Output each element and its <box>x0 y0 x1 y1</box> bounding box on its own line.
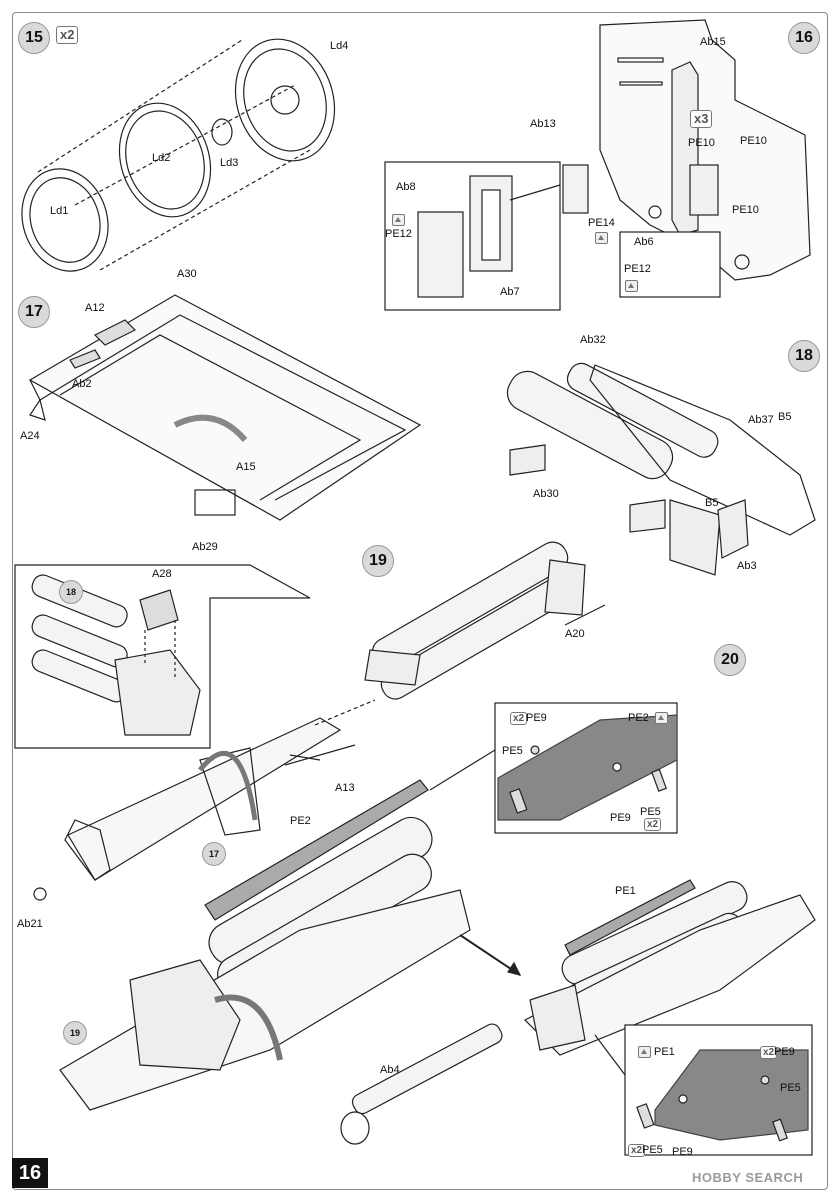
step-20-number: 20 <box>714 644 746 676</box>
step16-illustration <box>384 19 811 311</box>
part-label-ab32: Ab32 <box>580 334 606 346</box>
part-label-ab21: Ab21 <box>17 918 43 930</box>
ref-step-17-badge: 17 <box>202 842 226 866</box>
part-label-pe12-b: PE12 <box>624 263 651 275</box>
step-16-number: 16 <box>788 22 820 54</box>
ref-step-19-badge: 19 <box>63 1021 87 1045</box>
step19-illustration <box>33 541 606 901</box>
photo-etch-icon <box>392 214 405 226</box>
part-label-ab3: Ab3 <box>737 560 757 572</box>
part-label-ab30: Ab30 <box>533 488 559 500</box>
page-frame <box>12 12 828 1190</box>
step-18-number: 18 <box>788 340 820 372</box>
ref-step-18-badge: 18 <box>59 580 83 604</box>
part-label-b5-b: B5 <box>705 497 719 509</box>
part-label-pe5-c: PE5 <box>642 1144 663 1156</box>
part-label-ab29: Ab29 <box>192 541 218 553</box>
part-label-a13: A13 <box>335 782 355 794</box>
multiplier-pe9-top: x2 <box>510 712 528 725</box>
step-15-multiplier: x2 <box>56 26 79 44</box>
photo-etch-icon <box>595 232 608 244</box>
part-label-pe9-d: PE9 <box>774 1046 795 1058</box>
step20-inset-top <box>429 702 678 834</box>
part-label-pe2-inset: PE2 <box>628 712 649 724</box>
part-label-ab4: Ab4 <box>380 1064 400 1076</box>
part-label-a12: A12 <box>85 302 105 314</box>
part-label-pe5-d: PE5 <box>780 1082 801 1094</box>
part-label-ab8: Ab8 <box>396 181 416 193</box>
part-label-ab37: Ab37 <box>748 414 774 426</box>
watermark-text: HOBBY SEARCH <box>692 1170 804 1185</box>
step-16-multiplier: x3 <box>690 110 713 128</box>
part-label-pe1: PE1 <box>615 885 636 897</box>
part-label-ab6: Ab6 <box>634 236 654 248</box>
multiplier-pe9-bottom: x2 <box>760 1046 778 1059</box>
part-label-ab13: Ab13 <box>530 118 556 130</box>
part-label-a30: A30 <box>177 268 197 280</box>
part-label-pe9-b: PE9 <box>610 812 631 824</box>
step20-illustration <box>59 779 522 1111</box>
part-label-ld1: Ld1 <box>50 205 69 217</box>
part-label-pe9-c: PE9 <box>672 1146 693 1158</box>
photo-etch-icon <box>638 1046 651 1058</box>
part-label-pe10-c: PE10 <box>732 204 759 216</box>
part-label-a15: A15 <box>236 461 256 473</box>
step-19-number: 19 <box>362 545 394 577</box>
part-label-pe10-a: PE10 <box>688 137 715 149</box>
part-label-pe5-b: PE5 <box>640 806 661 818</box>
multiplier-pe5-bottom: x2 <box>628 1144 646 1157</box>
part-label-a24: A24 <box>20 430 40 442</box>
part-label-a28: A28 <box>152 568 172 580</box>
part-label-pe1-inset: PE1 <box>654 1046 675 1058</box>
part-label-pe5-a: PE5 <box>502 745 523 757</box>
part-label-pe14: PE14 <box>588 217 615 229</box>
step-17-number: 17 <box>18 296 50 328</box>
photo-etch-icon <box>625 280 638 292</box>
step19-inset <box>14 564 311 749</box>
step-15-number: 15 <box>18 22 50 54</box>
part-label-b5-a: B5 <box>778 411 792 423</box>
page-number: 16 <box>12 1158 48 1188</box>
part-label-ab7: Ab7 <box>500 286 520 298</box>
part-label-pe12-a: PE12 <box>385 228 412 240</box>
part-label-a20: A20 <box>565 628 585 640</box>
part-label-pe9-a: PE9 <box>526 712 547 724</box>
part-label-ld3: Ld3 <box>220 157 239 169</box>
part-label-ab2: Ab2 <box>72 378 92 390</box>
step18-illustration <box>506 362 816 576</box>
photo-etch-icon <box>655 712 668 724</box>
part-label-ld4: Ld4 <box>330 40 349 52</box>
part-label-ld2: Ld2 <box>152 152 171 164</box>
step20-right-illustration <box>340 879 816 1156</box>
multiplier-pe5-top: x2 <box>644 818 662 831</box>
step17-illustration <box>28 294 422 521</box>
step15-illustration <box>21 38 336 272</box>
part-label-pe10-b: PE10 <box>740 135 767 147</box>
part-label-ab15: Ab15 <box>700 36 726 48</box>
part-label-pe2: PE2 <box>290 815 311 827</box>
